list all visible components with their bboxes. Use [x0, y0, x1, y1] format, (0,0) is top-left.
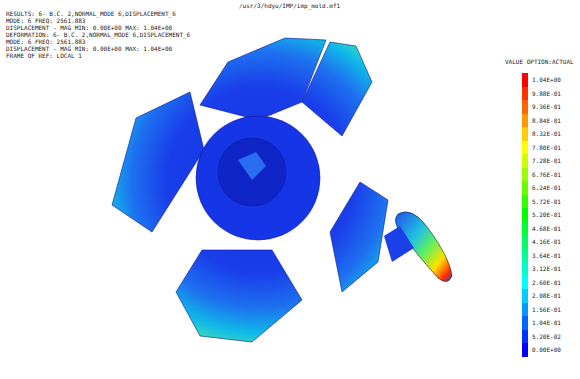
legend-value: 0.00E+00	[532, 346, 561, 353]
color-swatch	[522, 316, 528, 330]
legend-value: 2.08E-01	[532, 292, 561, 299]
color-swatch	[522, 222, 528, 236]
mode-line: MODE: 6 FREQ: 2561.883	[6, 17, 85, 24]
hub-center	[238, 152, 266, 180]
mode-line: MODE: 6 FREQ: 2561.883	[6, 38, 85, 45]
legend-value: 6.24E-01	[532, 184, 561, 191]
color-swatch	[522, 181, 528, 195]
color-swatch	[522, 87, 528, 101]
color-swatch	[522, 141, 528, 155]
legend-value: 5.20E-02	[532, 333, 561, 340]
legend-value: 7.80E-01	[532, 144, 561, 151]
value-option: VALUE OPTION:ACTUAL	[505, 58, 574, 65]
color-swatch	[522, 73, 528, 87]
color-swatch	[522, 289, 528, 303]
color-swatch	[522, 208, 528, 222]
color-swatch	[522, 343, 528, 357]
legend-value: 1.04E-01	[532, 319, 561, 326]
color-swatch	[522, 276, 528, 290]
legend-value: 8.32E-01	[532, 130, 561, 137]
legend-value: 3.64E-01	[532, 252, 561, 259]
legend-value: 9.88E-01	[532, 90, 561, 97]
legend-value: 1.56E-01	[532, 306, 561, 313]
color-swatch	[522, 168, 528, 182]
displacement-line: DISPLACEMENT - MAG MIN: 0.00E+00 MAX: 1.…	[6, 45, 172, 52]
file-path: /usr/3/hdyu/IMP/imp_mold.mf1	[239, 2, 340, 9]
color-swatch	[522, 195, 528, 209]
legend-value: 3.12E-01	[532, 265, 561, 272]
impeller-hub	[196, 116, 320, 240]
result-header: RESULTS: 6- B.C. 2,NORMAL_MODE 6,DISPLAC…	[6, 10, 176, 17]
color-swatch	[522, 127, 528, 141]
color-swatch	[522, 235, 528, 249]
legend-value: 4.68E-01	[532, 225, 561, 232]
legend-value: 5.20E-01	[532, 211, 561, 218]
legend-value: 9.36E-01	[532, 103, 561, 110]
color-swatch	[522, 330, 528, 344]
impeller-blades	[112, 38, 388, 342]
legend-value: 4.16E-01	[532, 238, 561, 245]
deformation-header: DEFORMATION: 6- B.C. 2,NORMAL_MODE 6,DIS…	[6, 31, 190, 38]
legend-value: 8.84E-01	[532, 117, 561, 124]
legend-value: 6.76E-01	[532, 171, 561, 178]
hub-bore	[218, 138, 286, 206]
legend-value: 2.60E-01	[532, 279, 561, 286]
color-swatch	[522, 262, 528, 276]
frame-line: FRAME OF REF: LOCAL 1	[6, 52, 82, 59]
blade-root	[384, 226, 414, 262]
legend-value: 7.28E-01	[532, 157, 561, 164]
color-swatch	[522, 249, 528, 263]
legend-value: 5.72E-01	[532, 198, 561, 205]
color-swatch	[522, 154, 528, 168]
color-swatch	[522, 303, 528, 317]
color-swatch	[522, 100, 528, 114]
color-swatch	[522, 114, 528, 128]
legend-value: 1.04E+00	[532, 76, 561, 83]
displacement-line: DISPLACEMENT - MAG MIN: 0.00E+00 MAX: 1.…	[6, 24, 172, 31]
